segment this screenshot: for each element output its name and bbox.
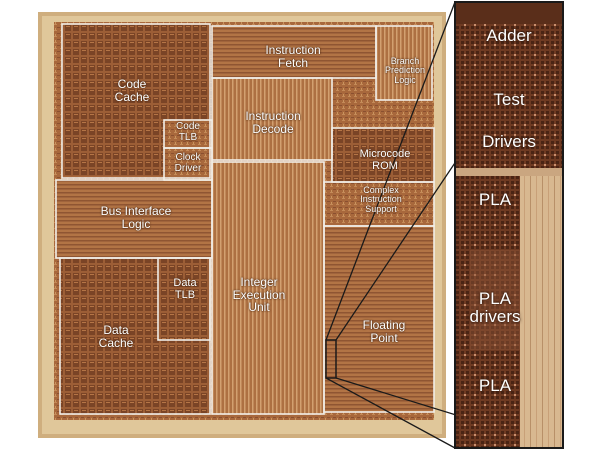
- label-branch-prediction: Branch Prediction Logic: [384, 56, 426, 85]
- label-integer-execution: Integer Execution Unit: [232, 275, 286, 315]
- label-code-cache: Code Cache: [114, 77, 150, 104]
- zoom-label-test: Test: [493, 90, 525, 109]
- label-complex-instruction: Complex Instruction Support: [360, 185, 402, 214]
- label-clock-driver: Clock Driver: [174, 152, 202, 174]
- zoom-label-pla-top: PLA: [478, 190, 512, 209]
- label-bus-interface: Bus Interface Logic: [100, 204, 172, 231]
- label-floating-point: Floating Point: [362, 318, 406, 345]
- label-instruction-fetch: Instruction Fetch: [265, 43, 321, 70]
- label-microcode-rom: Microcode ROM: [359, 148, 411, 172]
- zoom-source-box: [325, 339, 337, 379]
- zoom-frame: [454, 1, 564, 449]
- label-data-tlb: Data TLB: [173, 277, 197, 301]
- label-code-tlb: Code TLB: [176, 121, 200, 143]
- zoom-label-pla-drivers: PLA drivers: [469, 289, 521, 326]
- zoom-label-adder: Adder: [486, 26, 532, 45]
- label-data-cache: Data Cache: [98, 323, 134, 350]
- label-instruction-decode: Instruction Decode: [245, 109, 301, 136]
- zoom-label-pla-bottom: PLA: [478, 376, 512, 395]
- zoom-label-drivers: Drivers: [482, 132, 536, 151]
